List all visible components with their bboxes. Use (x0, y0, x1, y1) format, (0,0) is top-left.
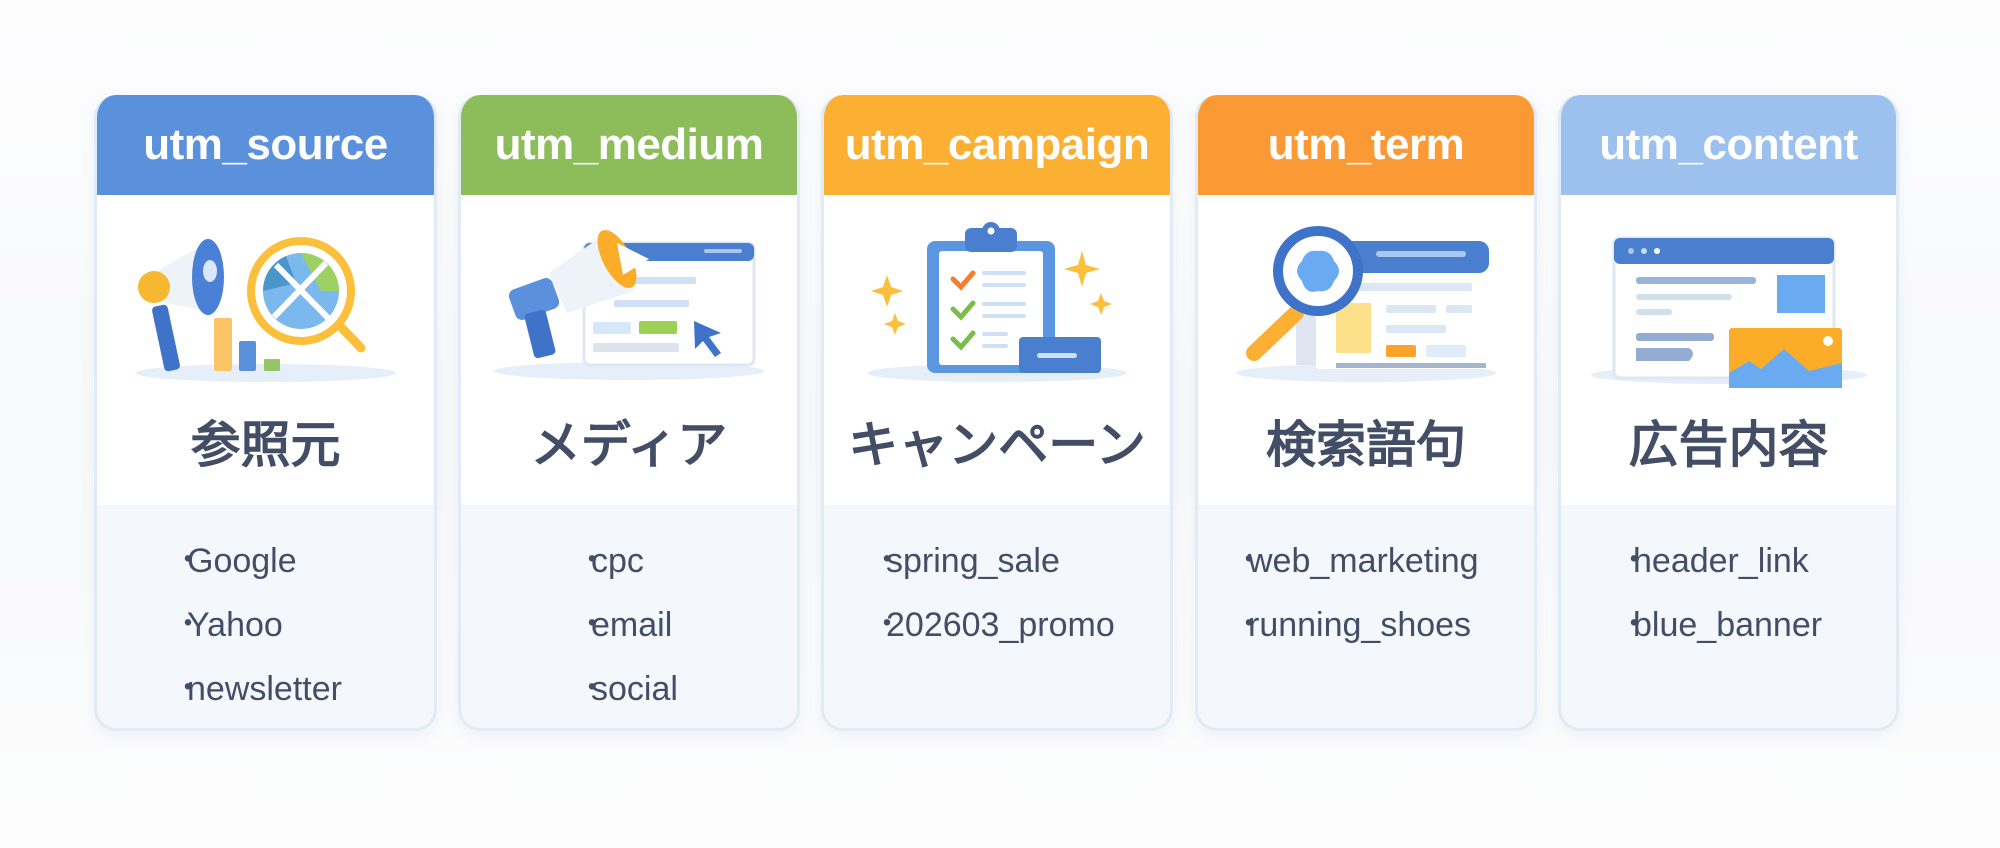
card-label: 広告内容 (1628, 416, 1829, 474)
card-header: utm_term (1198, 95, 1534, 195)
clipboard-checklist-icon (824, 213, 1170, 388)
card-header: utm_campaign (824, 95, 1170, 195)
card-label: メディア (530, 416, 728, 474)
card-utm-medium: utm_medium メディア ・cpc ・email (458, 95, 800, 731)
examples-list: ・Google ・Yahoo ・newsletter (173, 529, 342, 721)
card-title: utm_content (1599, 120, 1858, 169)
card-utm-campaign: utm_campaign (821, 95, 1173, 731)
card-title: utm_source (143, 120, 388, 169)
card-utm-source: utm_source 参照元 ・Google ・Ya (94, 95, 437, 731)
card-title: utm_medium (494, 120, 764, 169)
examples-list: ・cpc ・email ・social (577, 529, 678, 721)
megaphone-browser-cursor-icon (461, 213, 797, 388)
list-item: ・email (577, 606, 673, 644)
magnifier-search-page-icon (1198, 213, 1534, 388)
card-title: utm_term (1267, 120, 1465, 169)
examples-band: ・spring_sale ・202603_promo (824, 505, 1170, 728)
list-item: ・web_marketing (1234, 542, 1479, 580)
card-label: 検索語句 (1266, 416, 1466, 474)
card-label: キャンペーン (848, 416, 1146, 474)
card-header: utm_content (1561, 95, 1896, 195)
list-item: ・blue_banner (1619, 606, 1823, 644)
card-header: utm_source (97, 95, 434, 195)
examples-list: ・spring_sale ・202603_promo (872, 529, 1115, 657)
list-item: ・newsletter (173, 670, 342, 708)
browser-banner-image-icon (1561, 213, 1896, 388)
card-title: utm_campaign (844, 120, 1150, 169)
list-item: ・202603_promo (872, 606, 1115, 644)
card-utm-content: utm_content 広告内容 ・header_link ・blue_bann… (1558, 95, 1899, 731)
list-item: ・Yahoo (173, 606, 283, 644)
list-item: ・spring_sale (872, 542, 1060, 580)
card-label: 参照元 (190, 416, 341, 474)
card-header: utm_medium (461, 95, 797, 195)
card-utm-term: utm_term 検索語句 ・web_marketing ・run (1195, 95, 1537, 731)
list-item: ・Google (173, 542, 297, 580)
examples-band: ・web_marketing ・running_shoes (1198, 505, 1534, 728)
examples-band: ・Google ・Yahoo ・newsletter (97, 505, 434, 728)
examples-list: ・header_link ・blue_banner (1619, 529, 1822, 657)
list-item: ・running_shoes (1234, 606, 1472, 644)
list-item: ・header_link (1619, 542, 1809, 580)
examples-band: ・header_link ・blue_banner (1561, 505, 1896, 728)
megaphone-globe-chart-icon (97, 213, 434, 388)
examples-band: ・cpc ・email ・social (461, 505, 797, 728)
list-item: ・cpc (577, 542, 644, 580)
examples-list: ・web_marketing ・running_shoes (1234, 529, 1479, 657)
list-item: ・social (577, 670, 678, 708)
